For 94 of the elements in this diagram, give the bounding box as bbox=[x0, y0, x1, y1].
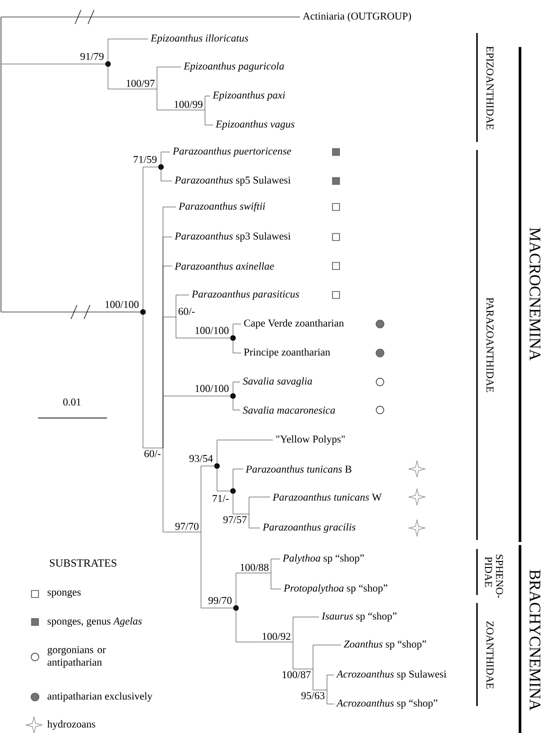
taxon-label: Epizoanthus paguricola bbox=[184, 62, 284, 72]
support-value: 71/- bbox=[212, 488, 236, 502]
branch-line bbox=[200, 532, 236, 608]
branch-line bbox=[176, 316, 234, 338]
taxon-label: Savalia savaglia bbox=[242, 377, 312, 387]
taxon-label: Cape Verde zoantharian bbox=[244, 319, 344, 329]
taxon-label: Parazoanthus sp5 Sulawesi bbox=[174, 176, 291, 186]
branch-line bbox=[270, 558, 280, 574]
clade-label: PARAZOANTHIDAE bbox=[486, 298, 494, 392]
branch-line bbox=[292, 642, 314, 670]
taxon-label: Parazoanthus gracilis bbox=[262, 523, 356, 533]
support-value: 100/92 bbox=[262, 632, 290, 640]
branch-line bbox=[216, 466, 234, 492]
branch-line bbox=[236, 572, 272, 608]
branch-line bbox=[176, 294, 190, 318]
root-line bbox=[0, 16, 2, 312]
branch-line bbox=[142, 312, 164, 448]
legend-label: antipatharian exclusively bbox=[48, 692, 152, 702]
branch-line bbox=[162, 448, 202, 532]
branch-line bbox=[232, 396, 240, 410]
branch-line bbox=[200, 466, 218, 532]
taxon-label: Epizoanthus illoricatus bbox=[150, 34, 248, 44]
support-value: 97/70 bbox=[175, 522, 198, 530]
support-value: 100/100 bbox=[106, 300, 146, 315]
branch-line bbox=[1, 16, 300, 18]
legend-label: sponges, genus Agelas bbox=[48, 617, 142, 627]
support-value: 99/70 bbox=[208, 596, 239, 611]
branch-line bbox=[156, 88, 206, 110]
legend-label: hydrozoans bbox=[47, 720, 96, 730]
clade-label: SPHENO- PIDAE bbox=[485, 554, 503, 598]
branch-line bbox=[248, 496, 270, 514]
branch-line bbox=[232, 338, 242, 354]
support-value: 91/79 bbox=[80, 52, 111, 67]
support-value: 95/63 bbox=[301, 692, 324, 700]
branch-line bbox=[108, 38, 148, 64]
branch-line bbox=[162, 396, 234, 448]
support-value: 71/59 bbox=[134, 156, 164, 170]
branch-line bbox=[232, 382, 240, 396]
support-value: 100/99 bbox=[174, 100, 202, 108]
branch-line bbox=[312, 668, 328, 690]
support-value: 100/100 bbox=[196, 384, 236, 399]
branch-line bbox=[160, 166, 172, 182]
support-value: 60/- bbox=[144, 450, 161, 458]
clade-label: EPIZOANTHIDAE bbox=[486, 46, 494, 130]
clade-label: BRACHYCNEMINA bbox=[530, 570, 540, 711]
taxon-label: Parazoanthus tunicans B bbox=[246, 465, 352, 473]
clade-label: ZOANTHIDAE bbox=[486, 621, 494, 689]
scale-label: 0.01 bbox=[63, 398, 81, 406]
clade-label: MACROCNEMINA bbox=[530, 228, 540, 361]
taxon-label: Epizoanthus paxi bbox=[212, 91, 286, 101]
support-value: 93/54 bbox=[189, 454, 220, 469]
support-value: 100/100 bbox=[196, 326, 236, 341]
taxon-label: Principe zoantharian bbox=[244, 348, 330, 358]
branch-line bbox=[216, 440, 274, 466]
branch-line bbox=[236, 608, 294, 642]
support-value: 100/88 bbox=[240, 564, 268, 571]
branch-line bbox=[248, 514, 260, 528]
support-value: 100/87 bbox=[282, 671, 311, 678]
taxon-label: Parazoanthus puertoricense bbox=[172, 147, 292, 157]
taxon-label: Parazoanthus swiftii bbox=[178, 202, 266, 212]
taxon-label: Parazoanthus axinellae bbox=[174, 262, 274, 270]
branch-line bbox=[204, 96, 210, 110]
taxon-label: Zoanthus sp “shop” bbox=[344, 640, 426, 650]
branch-line bbox=[326, 690, 334, 704]
legend-label: gorgonians or antipatharian bbox=[48, 646, 106, 668]
branch-line bbox=[232, 324, 242, 338]
taxon-label: Parazoanthus tunicans W bbox=[272, 493, 382, 501]
taxon-label: Protopalythoa sp “shop” bbox=[284, 584, 388, 594]
support-value: 97/57 bbox=[223, 516, 247, 524]
legend-title: SUBSTRATES bbox=[50, 559, 116, 567]
taxon-label: Epizoanthus vagus bbox=[216, 120, 294, 130]
branch-line bbox=[326, 674, 334, 690]
branch-line bbox=[108, 64, 158, 90]
taxon-label: Isaurus sp “shop” bbox=[322, 612, 396, 622]
branch-line bbox=[142, 166, 162, 312]
taxon-label: Acrozoanthus sp “shop” bbox=[336, 699, 438, 709]
branch-line bbox=[270, 572, 282, 590]
legend-label: sponges bbox=[48, 590, 81, 598]
taxon-label: Parazoanthus sp3 Sulawesi bbox=[174, 232, 291, 242]
branch-line bbox=[312, 644, 342, 670]
taxon-label: "Yellow Polyps" bbox=[276, 435, 345, 445]
taxon-label: Actiniaria (OUTGROUP) bbox=[302, 12, 411, 22]
branch-line bbox=[232, 490, 250, 514]
taxon-label: Parazoanthus parasiticus bbox=[192, 290, 300, 300]
taxon-label: Acrozoanthus sp Sulawesi bbox=[336, 670, 446, 680]
branch-line bbox=[204, 110, 214, 126]
branch-line bbox=[160, 152, 170, 168]
branch-line bbox=[232, 468, 244, 492]
support-value: 60/- bbox=[178, 308, 195, 315]
taxon-label: Palythoa sp “shop” bbox=[282, 554, 364, 564]
support-value: 100/97 bbox=[126, 80, 155, 87]
taxon-label: Savalia macaronesica bbox=[242, 406, 335, 414]
branch-line bbox=[292, 616, 320, 642]
branch-line bbox=[156, 66, 182, 90]
